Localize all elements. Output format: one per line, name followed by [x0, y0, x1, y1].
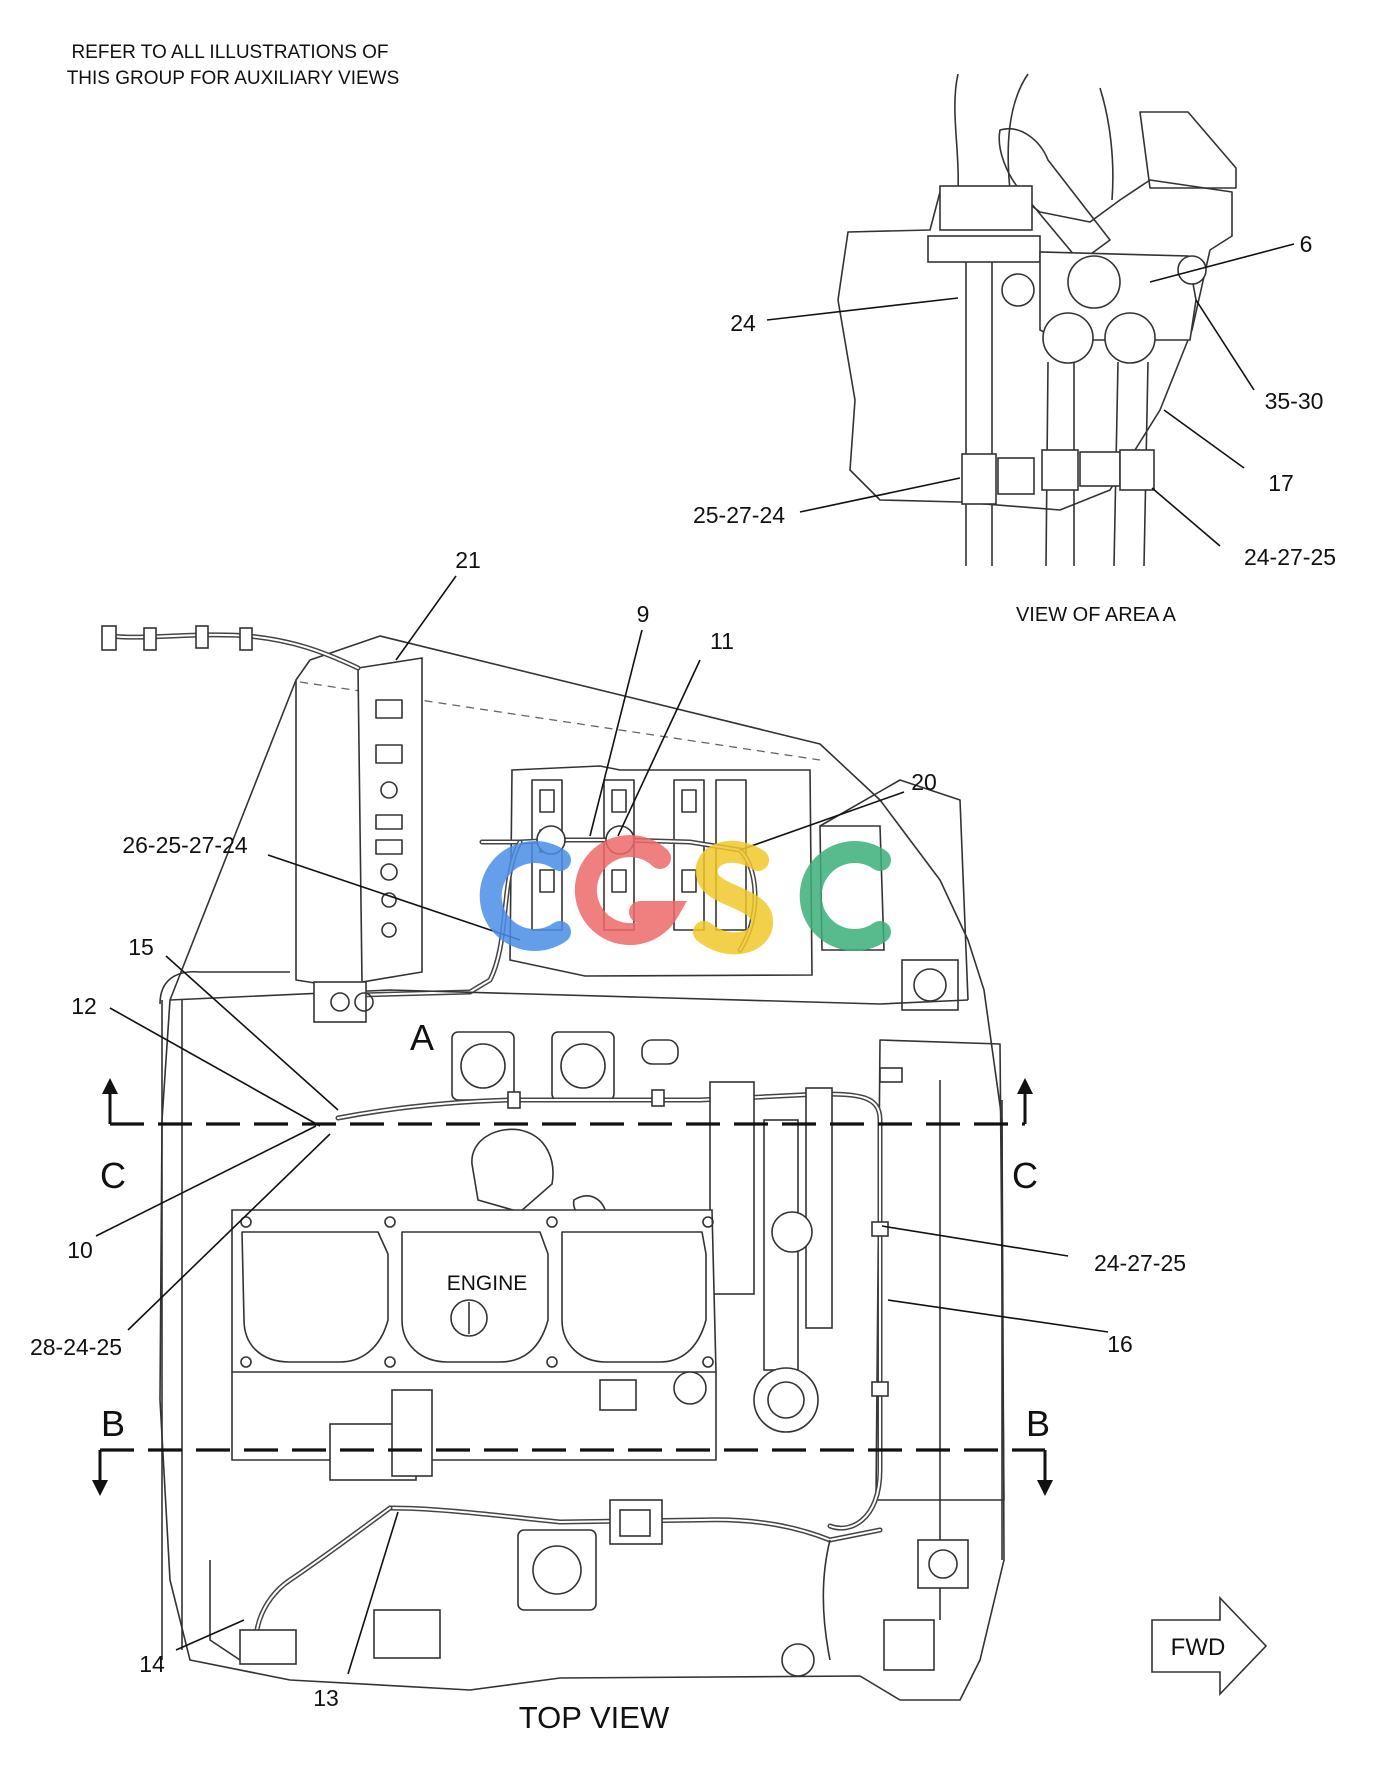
- callout-view-a-17: 17: [1268, 470, 1294, 496]
- callout-13: 13: [313, 1685, 339, 1711]
- fwd-label: FWD: [1171, 1634, 1226, 1661]
- callout-view-a-25-27-24: 25-27-24: [693, 502, 785, 528]
- callout-26-25-27-24: 26-25-27-24: [122, 832, 248, 858]
- callout-16: 16: [1107, 1331, 1133, 1357]
- view-a-caption: VIEW OF AREA A: [1016, 604, 1177, 626]
- watermark-logo: [479, 835, 891, 955]
- watermark-letter-c1: [479, 841, 571, 951]
- section-b-right: B: [1026, 1403, 1050, 1444]
- section-c-right: C: [1012, 1155, 1038, 1196]
- valve-cover-bolts: [240, 1216, 714, 1368]
- callout-11: 11: [710, 628, 734, 654]
- callout-21: 21: [455, 547, 481, 573]
- callout-20: 20: [911, 769, 937, 795]
- section-c-left: C: [100, 1155, 126, 1196]
- callout-14: 14: [139, 1651, 165, 1677]
- area-a-marker: A: [410, 1017, 434, 1058]
- watermark-letter-c2: [799, 841, 891, 951]
- top-view-drawing: [101, 625, 1005, 1701]
- callout-view-a-24: 24: [730, 310, 756, 336]
- section-b-left: B: [101, 1403, 125, 1444]
- panel-components: [375, 699, 403, 938]
- engine-label: ENGINE: [447, 1272, 528, 1295]
- callout-12: 12: [71, 993, 97, 1019]
- harness-connectors: [101, 625, 253, 651]
- fwd-arrow: [1151, 1596, 1268, 1696]
- callout-15: 15: [128, 934, 154, 960]
- view-a-drawing: [837, 73, 1237, 567]
- watermark-letter-g: [574, 835, 688, 945]
- view-a-leaders: [766, 243, 1295, 547]
- section-line-c: [102, 1078, 1033, 1126]
- watermark-letter-s: [693, 840, 773, 955]
- section-line-b: [92, 1448, 1053, 1496]
- callout-view-a-24-27-25: 24-27-25: [1244, 544, 1336, 570]
- callout-28-24-25: 28-24-25: [30, 1334, 122, 1360]
- callout-view-a-35-30: 35-30: [1265, 388, 1324, 414]
- callout-24-27-25: 24-27-25: [1094, 1250, 1186, 1276]
- callout-view-a-6: 6: [1300, 231, 1313, 257]
- callout-9: 9: [637, 601, 650, 627]
- refer-note-line-2: THIS GROUP FOR AUXILIARY VIEWS: [67, 68, 400, 89]
- refer-note-line-1: REFER TO ALL ILLUSTRATIONS OF: [71, 42, 388, 63]
- callout-10: 10: [67, 1237, 93, 1263]
- top-view-leaders: [95, 575, 1109, 1675]
- top-view-caption: TOP VIEW: [519, 1700, 670, 1735]
